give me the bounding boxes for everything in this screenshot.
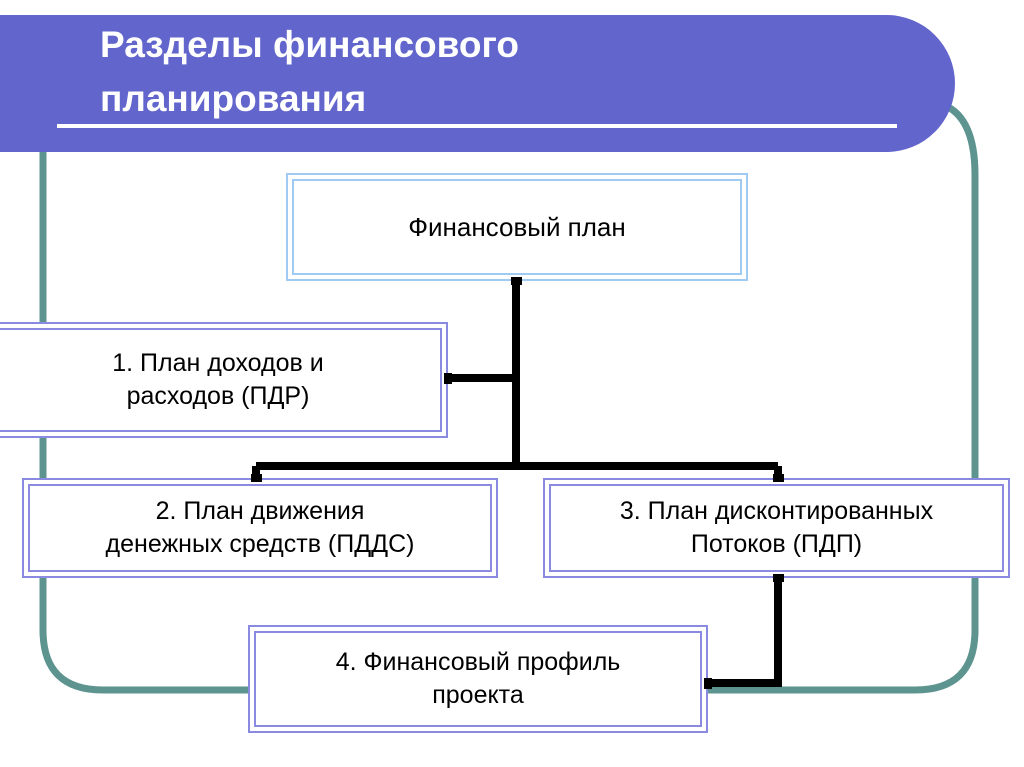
node-label: 4. Финансовый профиль проекта	[335, 648, 621, 709]
teal-left-path	[39, 152, 250, 694]
black-elbow-node3-node4	[708, 578, 782, 687]
node-financial-plan[interactable]: Финансовый план	[286, 173, 748, 281]
teal-right-upper-path	[942, 101, 979, 478]
endpoint-node1-right	[444, 373, 452, 384]
node-plan-discounted-flows[interactable]: 3. План дисконтированных Потоков (ПДП)	[543, 478, 1010, 578]
node-plan-cash-flow[interactable]: 2. План движения денежных средств (ПДДС)	[22, 478, 498, 578]
black-connector-endpoints	[251, 277, 784, 689]
endpoint-node4-right	[704, 678, 712, 689]
node-label: 2. План движения денежных средств (ПДДС)	[105, 497, 415, 558]
node-inner-border	[28, 484, 492, 572]
title-banner	[0, 15, 955, 152]
node-inner-border	[0, 328, 442, 432]
node-label: 3. План дисконтированных Потоков (ПДП)	[619, 497, 934, 558]
node-inner-border	[549, 484, 1004, 572]
node-inner-border	[254, 631, 702, 727]
endpoint-node2-top	[251, 474, 262, 482]
teal-right-lower-path	[708, 578, 979, 694]
page-title: Разделы финансового планирования	[100, 24, 520, 119]
node-inner-border	[292, 179, 742, 275]
endpoint-node3-top	[773, 474, 784, 482]
endpoint-node3-bottom	[773, 574, 784, 582]
title-underline-rule	[57, 124, 897, 128]
endpoint-root-bottom	[511, 277, 522, 285]
node-label: Финансовый план	[408, 211, 626, 242]
node-label: 1. План доходов и расходов (ПДР)	[112, 349, 324, 410]
node-plan-income-expenses[interactable]: 1. План доходов и расходов (ПДР)	[0, 322, 448, 438]
